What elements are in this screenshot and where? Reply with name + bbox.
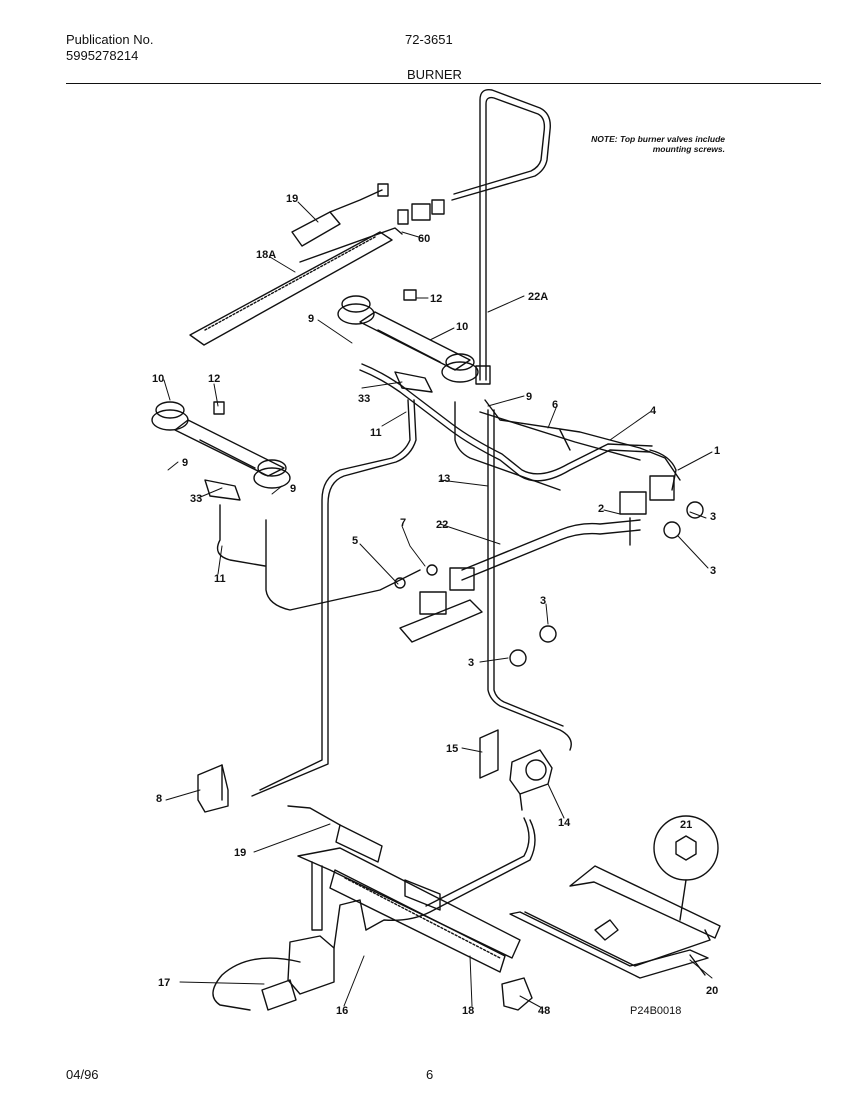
ignitor-module-top [291, 183, 389, 247]
footer-date: 04/96 [66, 1067, 99, 1082]
callout-48: 48 [538, 1005, 550, 1017]
pilot-tubes-11 [216, 399, 421, 797]
callout-9-b: 9 [526, 391, 532, 403]
callout-9-d: 9 [290, 483, 296, 495]
diagram-code: P24B0018 [630, 1005, 681, 1017]
gas-tube-22a [451, 89, 551, 385]
callout-17: 17 [158, 977, 170, 989]
callout-20: 20 [706, 985, 718, 997]
callout-19-bottom: 19 [234, 847, 246, 859]
callout-33-b: 33 [190, 493, 202, 505]
callout-7: 7 [400, 517, 406, 529]
regulator-14 [479, 729, 553, 811]
callout-11-a: 11 [370, 427, 382, 439]
callout-21: 21 [680, 819, 692, 831]
callout-16: 16 [336, 1005, 348, 1017]
oven-burner-18 [297, 847, 521, 973]
callout-22a: 22A [528, 291, 548, 303]
callout-10-left: 10 [152, 373, 164, 385]
fitting-60 [397, 199, 445, 225]
callout-14: 14 [558, 817, 571, 829]
ignitor-module-bottom [287, 805, 383, 863]
page-number: 6 [426, 1067, 434, 1082]
callout-3-a: 3 [710, 511, 716, 523]
baffle-20 [509, 865, 721, 979]
oven-valve-17 [212, 817, 536, 1011]
callout-60: 60 [418, 233, 430, 245]
callout-3-b: 3 [710, 565, 716, 577]
callout-18: 18 [462, 1005, 474, 1017]
bracket-48 [501, 977, 533, 1011]
callout-15: 15 [446, 743, 458, 755]
callout-9-c: 9 [182, 457, 188, 469]
manifold-tubes [359, 363, 681, 751]
callout-1: 1 [714, 445, 720, 457]
note-text: NOTE: Top burner valves include mounting… [591, 134, 725, 154]
callout-12-left: 12 [208, 373, 220, 385]
callout-3-d: 3 [468, 657, 474, 669]
valve-center [394, 564, 557, 667]
callout-10-right: 10 [456, 321, 468, 333]
callout-18a: 18A [256, 249, 276, 261]
callout-12-top: 12 [430, 293, 442, 305]
nut-21 [653, 815, 719, 921]
callout-2: 2 [598, 503, 604, 515]
leader-lines [163, 201, 713, 1009]
publication-label: Publication No. [66, 32, 154, 47]
spark-module-8 [197, 764, 229, 813]
model-number: 72-3651 [405, 32, 453, 47]
callout-5: 5 [352, 535, 358, 547]
callout-11-b: 11 [214, 573, 226, 585]
callout-8: 8 [156, 793, 162, 805]
burner-strip-18a [189, 227, 403, 346]
callout-13: 13 [438, 473, 450, 485]
callout-9-a: 9 [308, 313, 314, 325]
callout-4: 4 [650, 405, 657, 417]
section-title: BURNER [407, 67, 462, 82]
burner-assembly-right [337, 289, 479, 393]
valve-right [619, 475, 704, 546]
burner-assembly-left [151, 401, 291, 501]
callout-3-c: 3 [540, 595, 546, 607]
callout-22: 22 [436, 519, 448, 531]
header-rule [66, 83, 821, 84]
callout-33-a: 33 [358, 393, 370, 405]
publication-number: 5995278214 [66, 48, 139, 63]
callout-6: 6 [552, 399, 558, 411]
callout-19-top: 19 [286, 193, 298, 205]
callout-labels: 19 18A 60 12 22A 9 10 10 12 33 11 9 6 4 … [152, 193, 720, 1017]
